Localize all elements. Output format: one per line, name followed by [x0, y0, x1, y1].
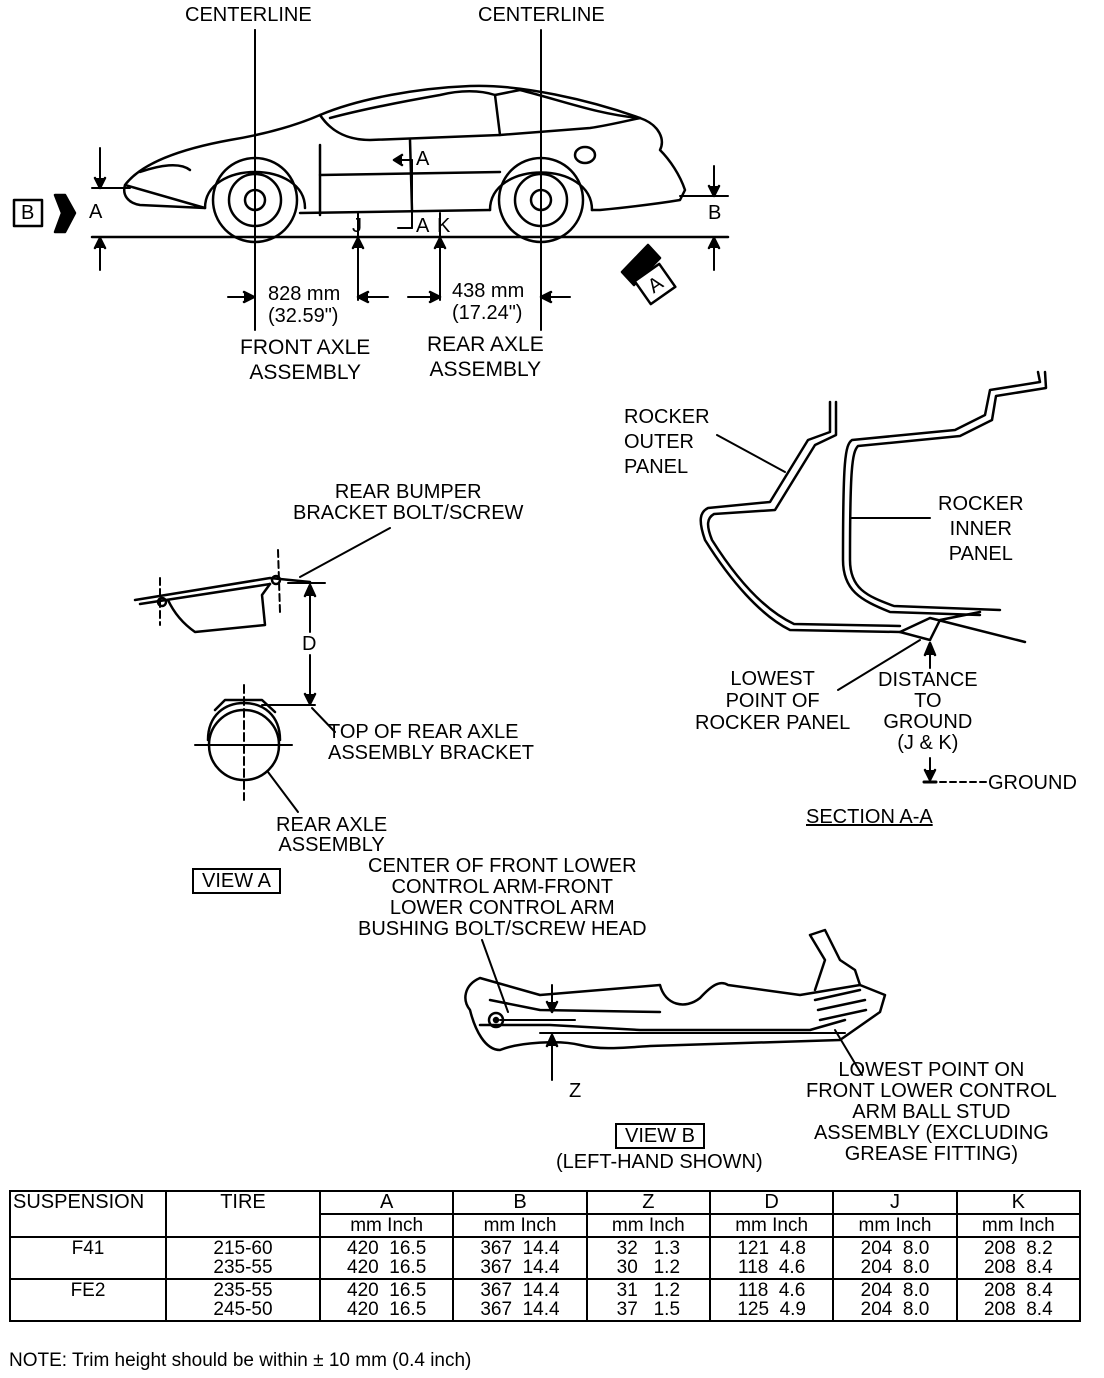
rocker-outer-panel-label: ROCKER OUTER PANEL — [624, 406, 710, 478]
unit-z: mm Inch — [585, 1213, 711, 1238]
cell-b: 367 14.4 — [480, 1280, 560, 1301]
cell-z: 32 1.3 — [616, 1238, 681, 1259]
header-d: D — [708, 1190, 835, 1215]
header-b: B — [452, 1190, 588, 1215]
cell-d: 118 4.6 — [738, 1257, 806, 1278]
unit-b: mm Inch — [452, 1213, 588, 1238]
dim-a-label: A — [89, 201, 103, 223]
cell-z: 30 1.2 — [616, 1257, 681, 1278]
front-dimension-label: 828 mm (32.59") — [268, 283, 341, 327]
cell-j: 204 8.0 — [860, 1238, 930, 1259]
unit-d: mm Inch — [708, 1213, 835, 1238]
dim-j-label: J — [352, 215, 362, 237]
header-a: A — [318, 1190, 455, 1215]
header-suspension: SUSPENSION — [9, 1190, 167, 1238]
rear-dimension-label: 438 mm (17.24") — [452, 280, 525, 324]
lowest-point-rocker-label: LOWEST POINT OF ROCKER PANEL — [695, 668, 851, 734]
cell-d: 121 4.8 — [737, 1238, 806, 1259]
cell-k: 208 8.2 — [983, 1238, 1053, 1259]
view-b-marker: B — [21, 202, 35, 224]
cell-k: 208 8.4 — [983, 1299, 1053, 1320]
cell-z: 31 1.2 — [616, 1280, 681, 1301]
section-a-a-drawing — [699, 370, 1048, 644]
left-hand-shown-label: (LEFT-HAND SHOWN) — [556, 1151, 763, 1173]
cell-suspension: F41 — [9, 1236, 167, 1280]
cell-j: 204 8.0 — [860, 1280, 930, 1301]
header-j: J — [832, 1190, 958, 1215]
rear-axle-assembly-view-a-label: REAR AXLE ASSEMBLY — [276, 814, 388, 856]
center-front-lca-label: CENTER OF FRONT LOWER CONTROL ARM-FRONT … — [358, 855, 647, 940]
cell-tire: 235-55 — [213, 1257, 273, 1278]
rocker-inner-panel-label: ROCKER INNER PANEL — [938, 493, 1024, 565]
unit-j: mm Inch — [832, 1213, 958, 1238]
cell-tire: 245-50 — [213, 1299, 273, 1320]
section-a-top-label: A — [416, 148, 430, 170]
cell-b: 367 14.4 — [480, 1257, 560, 1278]
header-tire: TIRE — [165, 1190, 321, 1238]
diagram-artwork — [12, 29, 1048, 1081]
centerline-rear-label: CENTERLINE — [478, 4, 605, 26]
view-b-drawing — [464, 928, 887, 1052]
section-a-bottom-label: A — [416, 215, 430, 237]
lowest-point-lca-label: LOWEST POINT ON FRONT LOWER CONTROL ARM … — [806, 1059, 1057, 1165]
cell-a: 420 16.5 — [347, 1238, 427, 1259]
rear-bumper-bracket-bolt-label: REAR BUMPER BRACKET BOLT/SCREW — [293, 481, 524, 524]
cell-suspension: FE2 — [9, 1278, 167, 1322]
dim-b-label: B — [708, 202, 722, 224]
trim-height-note: NOTE: Trim height should be within ± 10 … — [9, 1350, 472, 1371]
dim-k-label: K — [437, 215, 451, 237]
cell-b: 367 14.4 — [480, 1299, 560, 1320]
cell-tire: 215-60 — [213, 1238, 273, 1259]
cell-a: 420 16.5 — [347, 1299, 427, 1320]
view-b-title: VIEW B — [615, 1123, 706, 1149]
view-a-title: VIEW A — [192, 868, 281, 894]
cell-a: 420 16.5 — [347, 1257, 427, 1278]
dim-d-label: D — [302, 633, 317, 655]
cell-tire: 235-55 — [213, 1280, 273, 1301]
trim-height-table: SUSPENSION TIRE A B Z D J K mm Inch mm I… — [9, 1190, 1082, 1322]
cell-a: 420 16.5 — [347, 1280, 427, 1301]
header-k: K — [955, 1190, 1082, 1215]
unit-k: mm Inch — [955, 1213, 1082, 1238]
cell-d: 118 4.6 — [738, 1280, 806, 1301]
header-z: Z — [585, 1190, 711, 1215]
rear-axle-assembly-label: REAR AXLE ASSEMBLY — [427, 333, 544, 381]
unit-a: mm Inch — [318, 1213, 455, 1238]
centerline-front-label: CENTERLINE — [185, 4, 312, 26]
cell-d: 125 4.9 — [737, 1299, 806, 1320]
cell-k: 208 8.4 — [983, 1280, 1053, 1301]
table-header-row: SUSPENSION TIRE A B Z D J K — [9, 1190, 1082, 1238]
cell-b: 367 14.4 — [480, 1238, 560, 1259]
cell-j: 204 8.0 — [860, 1257, 930, 1278]
dim-z-label: Z — [569, 1080, 582, 1102]
ground-label: GROUND — [988, 772, 1077, 794]
front-axle-assembly-label: FRONT AXLE ASSEMBLY — [240, 336, 371, 384]
cell-z: 37 1.5 — [616, 1299, 681, 1320]
section-a-a-title: SECTION A-A — [806, 806, 933, 828]
top-of-rear-axle-bracket-label: TOP OF REAR AXLE ASSEMBLY BRACKET — [328, 721, 534, 764]
cell-k: 208 8.4 — [983, 1257, 1053, 1278]
table-units-row: mm Inch mm Inch mm Inch mm Inch mm Inch … — [10, 1213, 1082, 1238]
view-a-drawing — [133, 549, 312, 801]
car-side-view — [123, 84, 687, 244]
cell-j: 204 8.0 — [860, 1299, 930, 1320]
distance-to-ground-label: DISTANCE TO GROUND (J & K) — [878, 669, 978, 754]
